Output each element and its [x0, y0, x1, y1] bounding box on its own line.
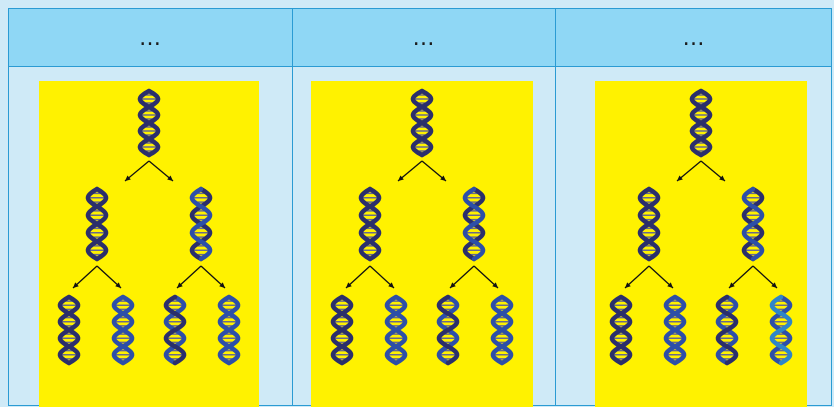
arrow-right — [752, 265, 778, 289]
dna-daughter-helix — [85, 186, 109, 262]
arrow-right — [421, 160, 447, 182]
dna-daughter-helix — [637, 186, 661, 262]
dna-granddaughter-helix — [217, 294, 241, 366]
dna-daughter-helix — [358, 186, 382, 262]
column-divider-1 — [292, 9, 293, 405]
arrow-left — [624, 265, 650, 289]
dna-granddaughter-helix — [436, 294, 460, 366]
arrow-left — [397, 160, 423, 182]
dna-granddaughter-helix — [490, 294, 514, 366]
dna-replication-tree-3 — [609, 88, 793, 366]
dna-daughter-helix — [189, 186, 213, 262]
arrow-left — [176, 265, 202, 289]
arrow-right — [96, 265, 122, 289]
arrow-left — [345, 265, 371, 289]
arrow-left — [449, 265, 475, 289]
replication-table: … … … — [8, 8, 832, 407]
dna-granddaughter-helix — [663, 294, 687, 366]
dna-granddaughter-helix — [330, 294, 354, 366]
arrow-right — [148, 160, 174, 182]
replication-panel-1 — [39, 81, 259, 407]
dna-granddaughter-helix — [163, 294, 187, 366]
dna-parent-helix — [689, 88, 713, 158]
dna-replication-tree-1 — [57, 88, 241, 366]
column-divider-2 — [555, 9, 556, 405]
arrow-right — [648, 265, 674, 289]
header-cell-3: … — [682, 25, 707, 51]
dna-parent-helix — [137, 88, 161, 158]
dna-granddaughter-helix — [769, 294, 793, 366]
table-header: … … … — [9, 9, 831, 67]
arrow-left — [676, 160, 702, 182]
header-cell-2: … — [412, 25, 437, 51]
arrow-right — [369, 265, 395, 289]
arrow-right — [700, 160, 726, 182]
replication-panel-3 — [595, 81, 807, 407]
dna-granddaughter-helix — [111, 294, 135, 366]
arrow-left — [728, 265, 754, 289]
dna-granddaughter-helix — [609, 294, 633, 366]
dna-replication-tree-2 — [330, 88, 514, 366]
arrow-right — [473, 265, 499, 289]
dna-daughter-helix — [462, 186, 486, 262]
dna-parent-helix — [410, 88, 434, 158]
replication-panel-2 — [311, 81, 533, 407]
arrow-left — [124, 160, 150, 182]
dna-granddaughter-helix — [715, 294, 739, 366]
dna-granddaughter-helix — [384, 294, 408, 366]
arrow-left — [72, 265, 98, 289]
header-cell-1: … — [139, 25, 163, 51]
dna-daughter-helix — [741, 186, 765, 262]
arrow-right — [200, 265, 226, 289]
dna-granddaughter-helix — [57, 294, 81, 366]
